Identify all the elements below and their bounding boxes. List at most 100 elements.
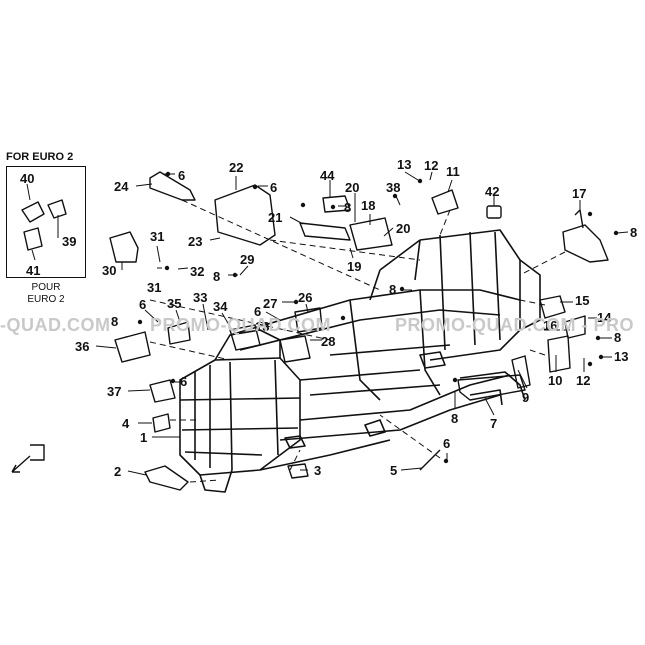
callout-38: 38 <box>386 180 400 195</box>
callout-12: 12 <box>576 373 590 388</box>
part-11 <box>431 189 459 215</box>
part-44 <box>322 195 351 213</box>
callout-13: 13 <box>614 349 628 364</box>
inset-title: FOR EURO 2 <box>6 151 74 163</box>
callout-2: 2 <box>114 464 121 479</box>
callout-33: 33 <box>193 290 207 305</box>
part-24 <box>149 171 196 201</box>
watermark-right: PROMO-QUAD.COM - PRO <box>395 315 634 335</box>
callout-11: 11 <box>446 164 460 179</box>
callout-12: 12 <box>424 158 438 173</box>
callout-35: 35 <box>167 296 181 311</box>
callout-37: 37 <box>107 384 121 399</box>
callout-32: 32 <box>190 264 204 279</box>
callout-31: 31 <box>150 229 164 244</box>
callout-14: 14 <box>597 310 612 325</box>
leader-lines <box>26 171 629 476</box>
callout-29: 29 <box>240 252 254 267</box>
callout-19: 19 <box>347 259 361 274</box>
callout-20: 20 <box>396 221 410 236</box>
callout-31: 31 <box>147 280 161 295</box>
callout-24: 24 <box>114 179 129 194</box>
callout-6: 6 <box>139 297 146 312</box>
callout-8: 8 <box>389 282 396 297</box>
callout-10: 10 <box>548 373 562 388</box>
part-39 <box>21 201 45 223</box>
watermark-left: -QUAD.COM <box>0 315 111 335</box>
part-28 <box>279 335 311 363</box>
callout-5: 5 <box>390 463 397 478</box>
inset-note-line2: EURO 2 <box>27 294 65 305</box>
watermark-mid: PROMO-QUAD.COM <box>150 315 331 335</box>
callout-16: 16 <box>543 318 557 333</box>
part-18 <box>349 217 393 251</box>
callout-3: 3 <box>314 463 321 478</box>
callout-7: 7 <box>490 416 497 431</box>
callout-17: 17 <box>572 186 586 201</box>
part-9 <box>511 355 531 389</box>
callout-23: 23 <box>188 234 202 249</box>
callout-15: 15 <box>575 293 589 308</box>
part-7 <box>457 374 526 401</box>
part-26 <box>294 307 323 333</box>
part-36 <box>114 331 151 363</box>
callout-6: 6 <box>180 374 187 389</box>
callout-6: 6 <box>443 436 450 451</box>
callout-36: 36 <box>75 339 89 354</box>
inset-note: POUR EURO 2 <box>6 282 86 306</box>
callout-8: 8 <box>630 225 637 240</box>
part-22-23 <box>214 184 276 246</box>
callout-39: 39 <box>62 234 76 249</box>
callout-41: 41 <box>26 263 40 278</box>
callout-44: 44 <box>320 168 335 183</box>
callout-26: 26 <box>298 290 312 305</box>
callout-21: 21 <box>268 210 282 225</box>
callout-13: 13 <box>255 319 269 334</box>
part-16 <box>564 315 586 339</box>
callout-labels: 40 39 41 24 6 22 6 23 44 8 21 20 18 20 1… <box>20 157 637 479</box>
callout-18: 18 <box>361 198 375 213</box>
part-34 <box>229 324 261 351</box>
inset-note-line1: POUR <box>31 282 61 293</box>
callout-27: 27 <box>263 296 277 311</box>
part-35 <box>167 321 191 345</box>
callout-20: 20 <box>345 180 359 195</box>
part-41 <box>23 227 43 251</box>
frame-drawing <box>179 229 541 493</box>
callout-6: 6 <box>270 180 277 195</box>
parts <box>11 171 609 491</box>
assembly-lines <box>149 199 570 483</box>
callout-28: 28 <box>321 334 335 349</box>
callout-6: 6 <box>254 304 261 319</box>
part-42 <box>486 205 502 219</box>
callout-8: 8 <box>614 330 621 345</box>
front-arrow <box>30 444 45 461</box>
callout-8: 8 <box>111 314 118 329</box>
part-30 <box>109 231 139 263</box>
callout-34: 34 <box>213 299 228 314</box>
part-3 <box>287 463 309 479</box>
callout-4: 4 <box>122 416 130 431</box>
bolts <box>137 171 619 464</box>
callout-42: 42 <box>485 184 499 199</box>
inset-box <box>6 166 86 278</box>
part-15 <box>539 295 566 319</box>
part-17 <box>562 224 609 263</box>
callout-22: 22 <box>229 160 243 175</box>
callout-6: 6 <box>178 168 185 183</box>
part-10 <box>547 335 571 373</box>
callout-30: 30 <box>102 263 116 278</box>
callout-9: 9 <box>522 390 529 405</box>
callout-40: 40 <box>20 171 34 186</box>
callout-8: 8 <box>451 411 458 426</box>
part-37 <box>149 379 176 403</box>
callout-1: 1 <box>140 430 147 445</box>
part-4 <box>152 413 171 433</box>
part-2 <box>144 465 189 491</box>
callout-8: 8 <box>344 200 351 215</box>
callout-13: 13 <box>397 157 411 172</box>
callout-8: 8 <box>213 269 220 284</box>
part-5 <box>419 449 441 471</box>
part-21 <box>299 222 351 241</box>
